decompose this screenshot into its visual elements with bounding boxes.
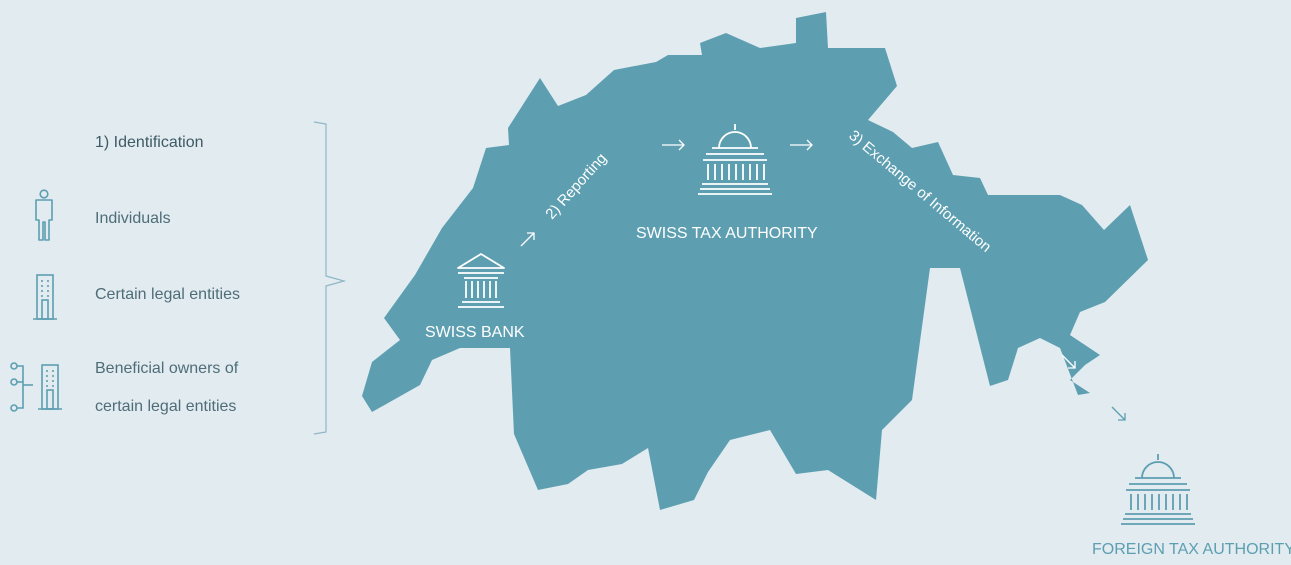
category-legal-entities-label: Certain legal entities	[95, 286, 240, 303]
category-beneficial-owners-label-line2: certain legal entities	[95, 398, 237, 415]
foreign-capitol-icon	[1121, 454, 1195, 525]
arrow-down-right-1-icon	[1061, 354, 1076, 369]
arrow-right-2-icon	[790, 139, 813, 151]
switzerland-map	[362, 12, 1148, 510]
bank-icon	[457, 253, 505, 308]
category-individuals-label: Individuals	[95, 210, 171, 227]
swiss-tax-authority-label: SWISS TAX AUTHORITY	[636, 225, 818, 242]
capitol-icon	[698, 124, 772, 195]
grouping-bracket	[313, 121, 347, 435]
category-beneficial-owners-label-line1: Beneficial owners of	[95, 360, 239, 377]
arrow-down-right-2-icon	[1111, 406, 1126, 421]
identification-step-label: 1) Identification	[95, 134, 204, 151]
ownership-structure-icon	[10, 362, 62, 412]
arrow-right-1-icon	[662, 139, 685, 151]
swiss-bank-label: SWISS BANK	[425, 324, 525, 341]
person-icon	[35, 189, 53, 241]
arrow-reporting-icon	[520, 232, 535, 247]
building-icon	[33, 274, 57, 320]
foreign-tax-authority-label: FOREIGN TAX AUTHORITY	[1092, 541, 1291, 558]
